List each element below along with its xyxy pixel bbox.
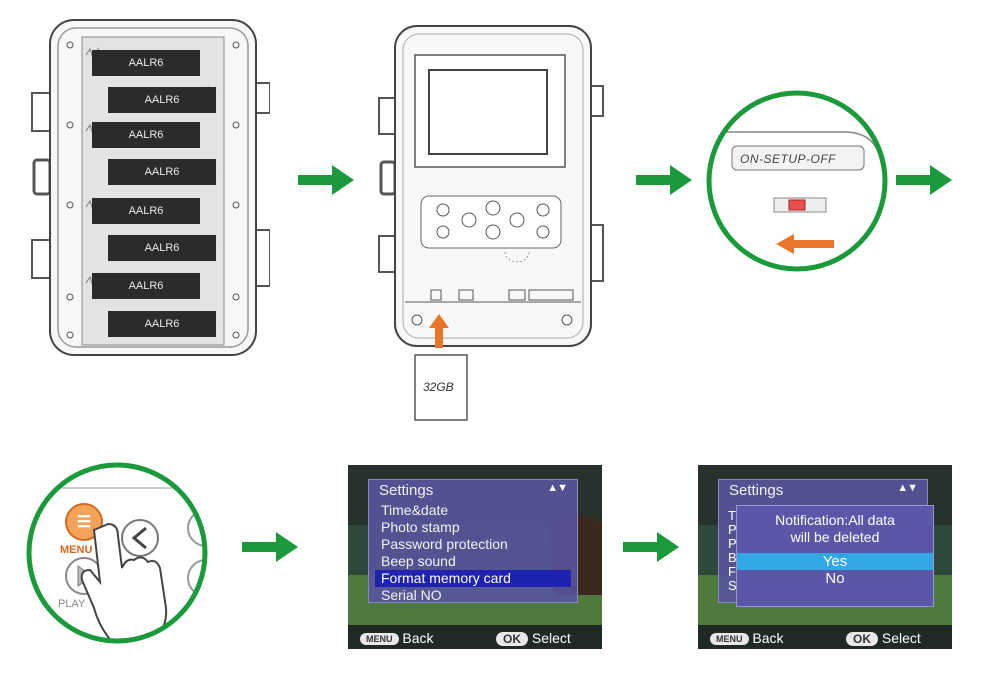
notification-line-2: will be deleted — [790, 529, 880, 545]
notification-message: Notification:All data will be deleted — [737, 512, 933, 546]
battery: AALR6 — [108, 159, 216, 185]
menu-item-beep-sound[interactable]: Beep sound — [381, 553, 456, 569]
battery: AALR6 — [92, 50, 200, 76]
settings-panel: Settings ▲▼ Time&date Photo stamp Passwo… — [368, 479, 578, 603]
menu-item-photo-stamp[interactable]: Photo stamp — [381, 519, 460, 535]
screen-footer: MENU Back OK Select — [698, 627, 952, 649]
screen-footer: MENU Back OK Select — [348, 627, 602, 649]
select-label: Select — [531, 630, 571, 646]
switch-label: ON-SETUP-OFF — [740, 152, 836, 166]
settings-list: Time&date Photo stamp Password protectio… — [375, 502, 571, 604]
menu-item-initials: T P P B F S — [728, 508, 737, 593]
scroll-arrows-icon: ▲▼ — [547, 482, 568, 494]
switch-zoom-drawing — [706, 90, 888, 272]
sd-card-capacity: 32GB — [423, 380, 454, 394]
no-option[interactable]: No — [825, 570, 845, 587]
settings-menu-screen: Settings ▲▼ Time&date Photo stamp Passwo… — [348, 465, 602, 649]
power-switch-zoom: ON-SETUP-OFF — [704, 88, 890, 274]
green-arrow-icon — [623, 532, 679, 562]
ok-pill[interactable]: OK — [846, 632, 878, 647]
menu-pill[interactable]: MENU — [710, 633, 749, 646]
notification-line-1: Notification:All data — [775, 512, 895, 528]
scroll-arrows-icon: ▲▼ — [897, 482, 918, 494]
menu-button-zoom: ☰ MENU PLAY — [22, 458, 212, 648]
menu-press-drawing — [26, 462, 208, 644]
playback-label: PLAY — [58, 598, 86, 610]
menu-item-serial-no[interactable]: Serial NO — [381, 587, 442, 603]
battery: AALR6 — [108, 311, 216, 337]
yes-option[interactable]: Yes — [737, 553, 933, 570]
notification-dialog: Notification:All data will be deleted Ye… — [736, 505, 934, 607]
settings-title: Settings — [729, 482, 784, 499]
back-label: Back — [752, 630, 784, 646]
menu-item-format-memory-card[interactable]: Format memory card — [375, 570, 571, 587]
menu-item-password-protection[interactable]: Password protection — [381, 536, 508, 552]
ok-pill[interactable]: OK — [496, 632, 528, 647]
battery: AALR6 — [108, 235, 216, 261]
menu-pill[interactable]: MENU — [360, 633, 399, 646]
camera-battery-compartment: AALR6 AALR6 AALR6 AALR6 AALR6 AALR6 AALR… — [30, 15, 271, 360]
menu-icon: ☰ — [76, 514, 92, 531]
back-label: Back — [402, 630, 434, 646]
battery: AALR6 — [108, 87, 216, 113]
menu-item-time-date[interactable]: Time&date — [381, 502, 449, 518]
battery: AALR6 — [92, 273, 200, 299]
menu-button-label: MENU — [60, 544, 93, 556]
battery: AALR6 — [92, 198, 200, 224]
battery: AALR6 — [92, 122, 200, 148]
camera-front-panel: 32GB — [375, 20, 605, 430]
select-label: Select — [881, 630, 921, 646]
format-confirm-screen: Settings ▲▼ T P P B F S Notification:All… — [698, 465, 952, 649]
green-arrow-icon — [242, 532, 298, 562]
green-arrow-icon — [298, 165, 354, 195]
green-arrow-icon — [896, 165, 952, 195]
camera-front-drawing — [378, 25, 604, 421]
settings-title: Settings — [379, 482, 434, 499]
green-arrow-icon — [636, 165, 692, 195]
